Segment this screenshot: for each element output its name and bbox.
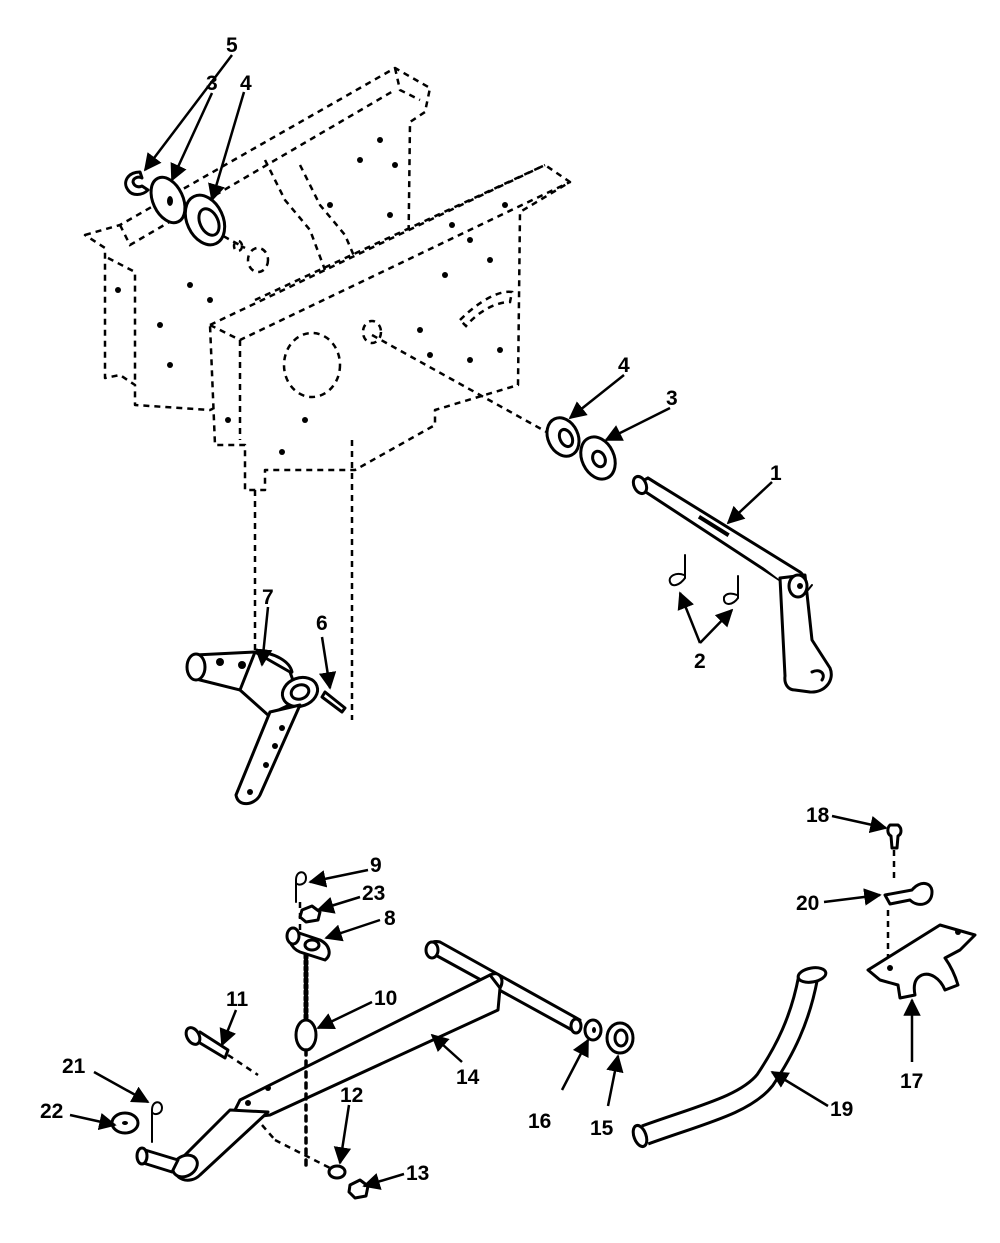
nut-part-23 bbox=[298, 904, 322, 924]
rockshaft-part-1 bbox=[545, 416, 833, 694]
callout-1: 1 bbox=[770, 462, 782, 485]
callout-13: 13 bbox=[406, 1162, 429, 1185]
callout-20: 20 bbox=[796, 892, 819, 915]
bracket-assembly bbox=[866, 823, 977, 1000]
lift-arm-part-7 bbox=[185, 650, 347, 806]
callout-12: 12 bbox=[340, 1084, 363, 1107]
callout-15: 15 bbox=[590, 1117, 614, 1140]
lever-part-14 bbox=[228, 972, 504, 1122]
eyebolt-part-10 bbox=[294, 1018, 318, 1052]
callout-8: 8 bbox=[384, 907, 396, 930]
callout-5: 5 bbox=[226, 34, 238, 57]
callout-3: 3 bbox=[206, 72, 218, 95]
callout-7: 7 bbox=[262, 586, 274, 609]
leader-lines bbox=[69, 54, 921, 1190]
lift-rod-part-19 bbox=[631, 966, 828, 1149]
lower-lever-assembly bbox=[110, 871, 635, 1200]
callout-10: 10 bbox=[374, 987, 397, 1010]
clamp-part-20 bbox=[883, 882, 934, 906]
cotter-pin-part-2-a bbox=[668, 554, 686, 587]
callout-22: 22 bbox=[40, 1100, 63, 1123]
nut-part-13 bbox=[347, 1178, 370, 1200]
callout-23: 23 bbox=[362, 882, 385, 905]
callout-21: 21 bbox=[62, 1055, 86, 1078]
callout-11: 11 bbox=[226, 988, 249, 1011]
hairpin-part-21 bbox=[151, 1101, 164, 1143]
callout-4: 4 bbox=[618, 354, 630, 377]
shaft-centerline bbox=[371, 333, 571, 447]
bracket-part-17 bbox=[866, 923, 977, 1000]
cotter-pin-part-2-b bbox=[722, 575, 739, 605]
callout-19: 19 bbox=[830, 1098, 853, 1121]
callout-labels: 5 3 4 4 3 1 2 7 6 18 20 17 19 9 23 8 10 … bbox=[40, 34, 923, 1185]
callout-6: 6 bbox=[316, 612, 328, 635]
screw-part-18 bbox=[886, 823, 903, 850]
callout-3: 3 bbox=[666, 387, 678, 410]
upper-left-hardware bbox=[124, 170, 227, 247]
callout-16: 16 bbox=[528, 1110, 551, 1133]
frame-large-hole bbox=[282, 331, 342, 399]
washer-part-12 bbox=[327, 1164, 347, 1180]
callout-18: 18 bbox=[806, 804, 830, 827]
pin-part-6 bbox=[320, 690, 347, 714]
frame-rivets bbox=[115, 137, 508, 455]
callout-4: 4 bbox=[240, 72, 252, 95]
callout-17: 17 bbox=[900, 1070, 923, 1093]
callout-2: 2 bbox=[694, 650, 706, 673]
pin-part-9 bbox=[295, 871, 308, 903]
callout-14: 14 bbox=[456, 1066, 480, 1089]
e-clip-part-5 bbox=[124, 170, 150, 196]
frame-assembly bbox=[83, 66, 572, 720]
callout-9: 9 bbox=[370, 854, 382, 877]
shaft-arm bbox=[778, 573, 833, 694]
